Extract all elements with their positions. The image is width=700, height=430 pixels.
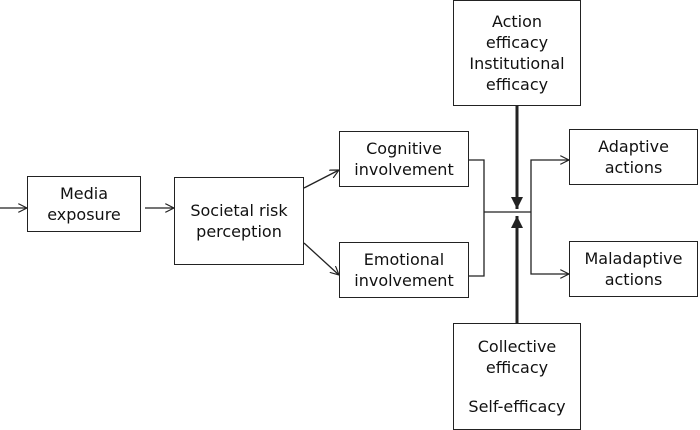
maladaptive-actions-box: Maladaptive actions bbox=[569, 241, 698, 297]
arrow-junction-to-adaptive bbox=[530, 160, 569, 212]
media-exposure-box: Media exposure bbox=[27, 176, 141, 232]
arrow-societal-to-cognitive bbox=[303, 170, 339, 189]
adaptive-actions-box: Adaptive actions bbox=[569, 129, 698, 185]
societal-risk-perception-box: Societal risk perception bbox=[174, 177, 304, 265]
action-efficacy-line-2: efficacy bbox=[485, 33, 549, 52]
cognitive-line-1: Cognitive bbox=[366, 139, 442, 158]
collective-efficacy-line-2: efficacy bbox=[485, 358, 549, 377]
adaptive-line-2: actions bbox=[604, 158, 663, 177]
collective-efficacy-box: Collective efficacy Self-efficacy bbox=[453, 323, 581, 430]
maladaptive-line-2: actions bbox=[604, 270, 663, 289]
adaptive-line-1: Adaptive bbox=[598, 137, 669, 156]
emotional-involvement-box: Emotional involvement bbox=[339, 242, 469, 298]
line-cognitive-to-junction bbox=[469, 159, 485, 212]
action-efficacy-line-1: Action bbox=[491, 12, 543, 31]
line-emotional-to-junction bbox=[469, 212, 485, 277]
media-exposure-line-2: exposure bbox=[47, 205, 121, 224]
collective-efficacy-line-1: Collective bbox=[477, 337, 557, 356]
action-efficacy-line-4: efficacy bbox=[485, 75, 549, 94]
media-exposure-line-1: Media bbox=[59, 184, 109, 203]
cognitive-involvement-box: Cognitive involvement bbox=[339, 131, 469, 187]
arrow-junction-to-maladaptive bbox=[530, 212, 569, 274]
action-efficacy-box: Action efficacy Institutional efficacy bbox=[453, 0, 581, 106]
arrow-societal-to-emotional bbox=[303, 242, 339, 275]
cognitive-line-2: involvement bbox=[354, 160, 454, 179]
societal-risk-line-2: perception bbox=[196, 222, 282, 241]
societal-risk-line-1: Societal risk bbox=[190, 201, 288, 220]
emotional-line-2: involvement bbox=[354, 271, 454, 290]
self-efficacy-label: Self-efficacy bbox=[468, 397, 566, 416]
action-efficacy-line-3: Institutional bbox=[469, 54, 565, 73]
maladaptive-line-1: Maladaptive bbox=[584, 249, 683, 268]
emotional-line-1: Emotional bbox=[363, 250, 445, 269]
